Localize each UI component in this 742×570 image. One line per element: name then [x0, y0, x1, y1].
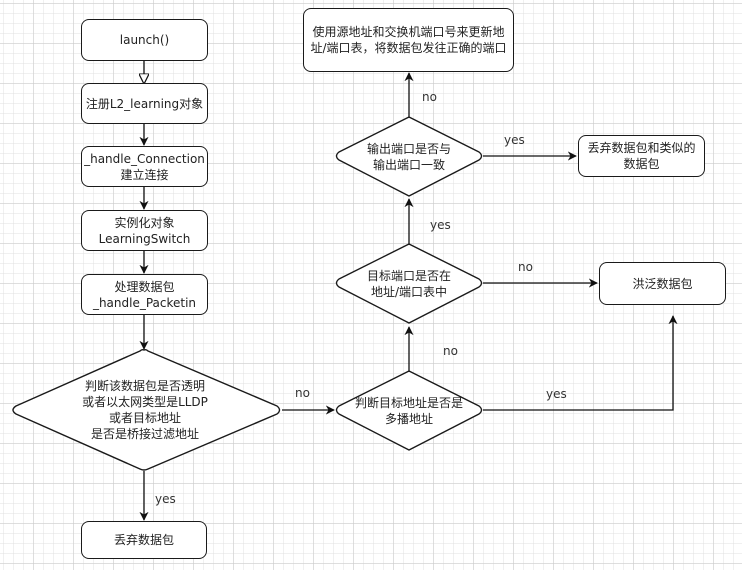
edge-multicast-flood: [483, 315, 678, 411]
node-flood[interactable]: 洪泛数据包: [599, 262, 726, 305]
diamond-check-in-table: [335, 243, 483, 324]
diamond-check-transparent: [12, 348, 281, 471]
node-drop-similar[interactable]: 丢弃数据包和类似的 数据包: [578, 135, 705, 177]
label-transparent-no: no: [295, 386, 310, 400]
node-check-multicast[interactable]: 判断目标地址是否是 多播地址: [354, 396, 463, 426]
label-same-port-yes: yes: [504, 133, 525, 147]
node-instantiate[interactable]: 实例化对象 LearningSwitch: [81, 210, 208, 251]
label-in-table-no: no: [518, 260, 533, 274]
label-multicast-no: no: [443, 344, 458, 358]
node-handle-connection[interactable]: _handle_Connection 建立连接: [81, 146, 208, 187]
label-multicast-yes: yes: [546, 387, 567, 401]
diamond-check-multicast: [335, 370, 483, 451]
node-update-table[interactable]: 使用源地址和交换机端口号来更新地 址/端口表，将数据包发往正确的端口: [303, 8, 514, 72]
node-check-transparent[interactable]: 判断该数据包是否透明 或者以太网类型是LLDP 或者目标地址 是否是桥接过滤地址: [82, 379, 208, 441]
node-register[interactable]: 注册L2_learning对象: [81, 83, 208, 124]
label-in-table-yes: yes: [430, 218, 451, 232]
node-check-in-table[interactable]: 目标端口是否在 地址/端口表中: [366, 269, 451, 299]
label-transparent-yes: yes: [155, 492, 176, 506]
node-check-same-port[interactable]: 输出端口是否与 输出端口一致: [366, 142, 451, 172]
node-handle-packet[interactable]: 处理数据包 _handle_Packetin: [81, 274, 208, 315]
label-same-port-no: no: [422, 90, 437, 104]
diamond-check-same-port: [335, 116, 483, 197]
node-drop-packet[interactable]: 丢弃数据包: [81, 521, 207, 559]
node-launch[interactable]: launch(): [81, 19, 208, 61]
